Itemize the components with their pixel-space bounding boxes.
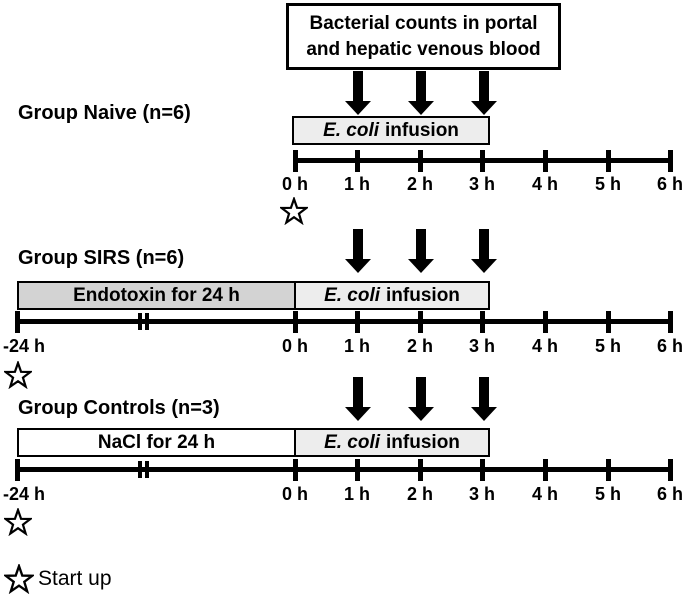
timeline-tick — [543, 150, 548, 172]
sirs-endotoxin-box: Endotoxin for 24 h — [17, 281, 296, 310]
sampling-arrow-icon — [471, 229, 497, 273]
timeline-hour-label: 6 h — [656, 484, 683, 504]
timeline-tick — [606, 311, 611, 333]
timeline-tick — [480, 311, 485, 333]
timeline-hour-label: 4 h — [531, 484, 558, 504]
header-line2: and hepatic venous blood — [306, 38, 541, 60]
timeline-hour-label: 6 h — [656, 174, 683, 194]
sampling-arrow-icon — [408, 377, 434, 421]
timeline-hour-label: 1 h — [343, 484, 370, 504]
timeline-hour-label: 2 h — [406, 336, 433, 356]
timeline-tick — [418, 459, 423, 481]
timeline-tick — [668, 150, 673, 172]
timeline-hour-label: 0 h — [281, 174, 308, 194]
sampling-arrow-icon — [408, 229, 434, 273]
infusion-text: infusion — [386, 431, 460, 453]
timeline-tick — [606, 459, 611, 481]
naive-ecoli-infusion-box: E. coli infusion — [292, 116, 490, 145]
timeline-hour-label: 3 h — [468, 484, 495, 504]
timeline-tick — [293, 150, 298, 172]
timeline-hour-label: 2 h — [406, 174, 433, 194]
axis-break-icon — [145, 461, 149, 478]
ecoli-italic-text: E. coli — [324, 284, 381, 306]
ecoli-italic-text: E. coli — [323, 119, 380, 141]
axis-break-icon — [145, 313, 149, 330]
sirs-ecoli-infusion-box: E. coli infusion — [294, 281, 490, 310]
sampling-arrow-icon — [471, 377, 497, 421]
timeline-tick — [355, 311, 360, 333]
timeline-hour-label: 3 h — [468, 336, 495, 356]
timeline-hour-label: 5 h — [594, 484, 621, 504]
timeline-hour-label: 3 h — [468, 174, 495, 194]
start-star-icon — [4, 508, 32, 536]
axis-break-icon — [138, 313, 142, 330]
timeline-tick — [355, 150, 360, 172]
group-controls-label: Group Controls (n=3) — [18, 397, 220, 419]
start-star-icon — [4, 361, 32, 389]
start-star-icon — [280, 197, 308, 225]
timeline-tick — [606, 150, 611, 172]
timeline-hour-label: 6 h — [656, 336, 683, 356]
sampling-arrow-icon — [471, 71, 497, 115]
timeline-tick — [355, 459, 360, 481]
timeline-tick — [480, 459, 485, 481]
group-sirs-label: Group SIRS (n=6) — [18, 247, 185, 269]
controls-nacl-box: NaCl for 24 h — [17, 428, 296, 457]
timeline-tick — [668, 459, 673, 481]
timeline-hour-label: 5 h — [594, 336, 621, 356]
group-naive-label: Group Naive (n=6) — [18, 102, 191, 124]
timeline-axis — [17, 467, 673, 472]
timeline-tick — [543, 311, 548, 333]
timeline-axis — [17, 319, 673, 324]
timeline-tick — [15, 311, 20, 333]
timeline-tick — [15, 459, 20, 481]
timeline-hour-label: 4 h — [531, 174, 558, 194]
timeline-tick — [418, 311, 423, 333]
timeline-hour-label: -24 h — [2, 336, 45, 356]
controls-ecoli-infusion-box: E. coli infusion — [294, 428, 490, 457]
timeline-hour-label: -24 h — [2, 484, 45, 504]
timeline-tick — [480, 150, 485, 172]
legend-label: Start up — [38, 567, 112, 590]
timeline-hour-label: 1 h — [343, 336, 370, 356]
sampling-arrow-icon — [345, 229, 371, 273]
infusion-text: infusion — [385, 119, 459, 141]
legend-star-icon — [4, 564, 34, 594]
sampling-arrow-icon — [345, 377, 371, 421]
sampling-arrow-icon — [345, 71, 371, 115]
timeline-tick — [418, 150, 423, 172]
header-box: Bacterial counts in portal and hepatic v… — [286, 3, 561, 70]
infusion-text: infusion — [386, 284, 460, 306]
ecoli-italic-text: E. coli — [324, 431, 381, 453]
timeline-hour-label: 0 h — [281, 484, 308, 504]
timeline-tick — [668, 311, 673, 333]
axis-break-icon — [138, 461, 142, 478]
sampling-arrow-icon — [408, 71, 434, 115]
timeline-tick — [293, 311, 298, 333]
timeline-hour-label: 4 h — [531, 336, 558, 356]
timeline-hour-label: 2 h — [406, 484, 433, 504]
timeline-hour-label: 1 h — [343, 174, 370, 194]
timeline-hour-label: 0 h — [281, 336, 308, 356]
timeline-tick — [543, 459, 548, 481]
timeline-tick — [293, 459, 298, 481]
header-line1: Bacterial counts in portal — [309, 12, 538, 34]
timeline-hour-label: 5 h — [594, 174, 621, 194]
